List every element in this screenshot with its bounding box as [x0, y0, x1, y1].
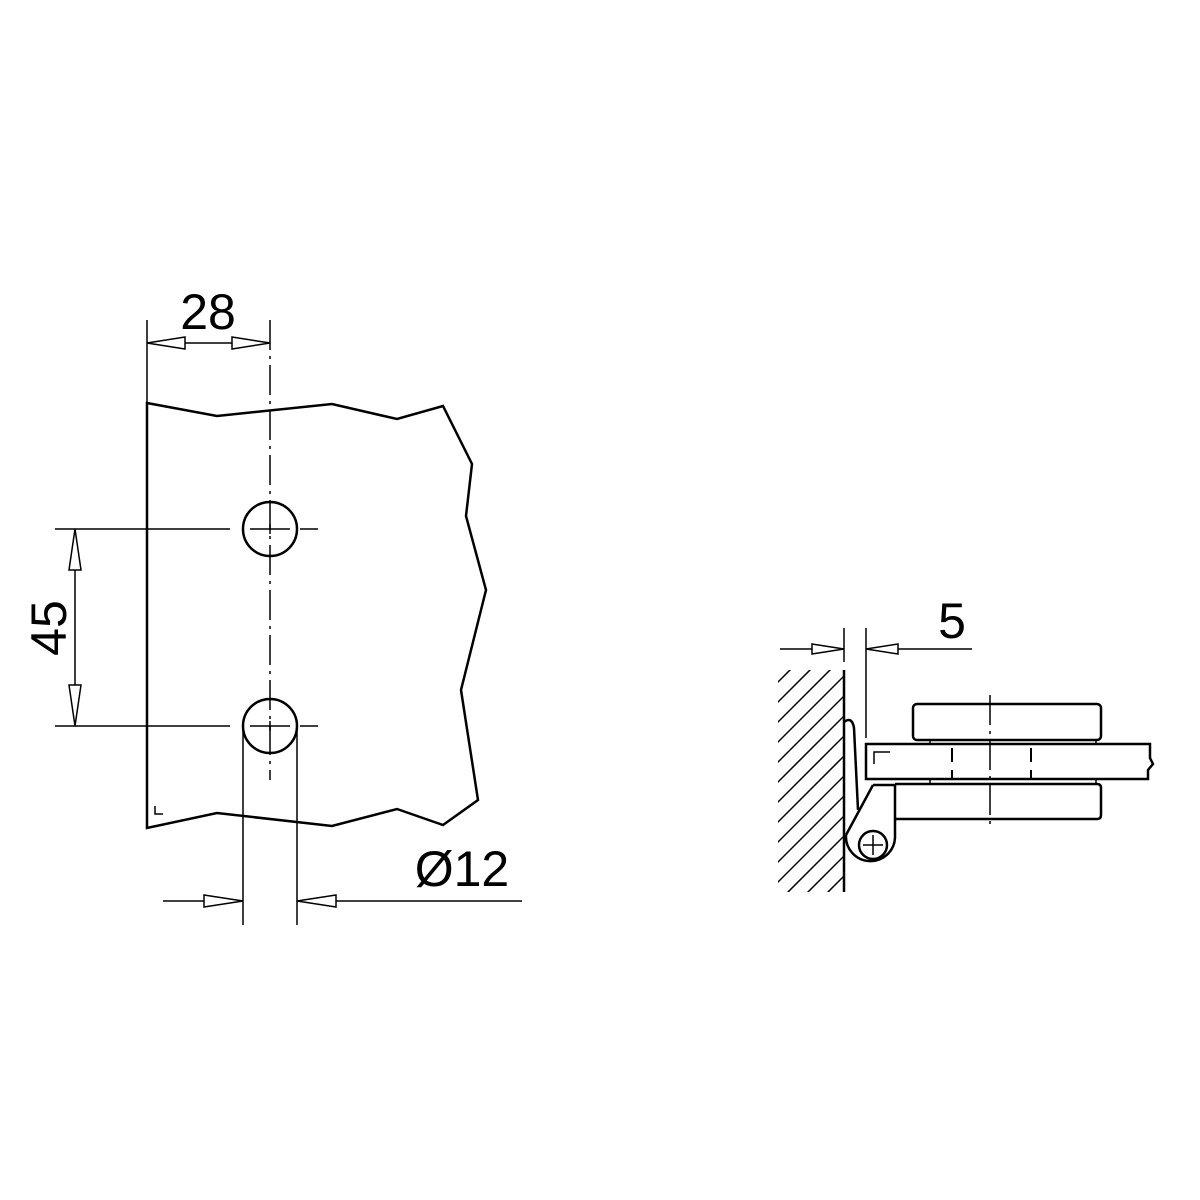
dimension-45-label: 45: [21, 600, 77, 656]
dimension-5-label: 5: [938, 593, 966, 649]
pivot-screw-icon: [857, 829, 889, 861]
glass-corner-mark: [873, 751, 890, 764]
dimension-diameter-12: Ø12: [163, 726, 522, 925]
dimension-28: 28: [146, 284, 271, 403]
dimension-5: 5: [780, 593, 972, 738]
bottom-clamp-plate: [895, 782, 1103, 821]
side-view: 5: [778, 593, 1155, 892]
bolt-hole-dashes: [951, 748, 1032, 779]
glass-panel: [864, 742, 1155, 781]
hole-bottom-crosshair: [55, 721, 318, 731]
wall-hatching: [778, 670, 844, 892]
front-view: 28 45 Ø12: [21, 284, 522, 925]
hole-top-crosshair: [55, 524, 318, 534]
dimension-diameter-label: Ø12: [415, 841, 510, 897]
dimension-45: 45: [21, 528, 82, 727]
corner-mark: [154, 806, 163, 815]
dimension-28-label: 28: [180, 284, 236, 340]
top-clamp-cap: [911, 702, 1103, 742]
hinge-arm: [843, 718, 897, 863]
glass-plate-outline: [145, 401, 488, 830]
